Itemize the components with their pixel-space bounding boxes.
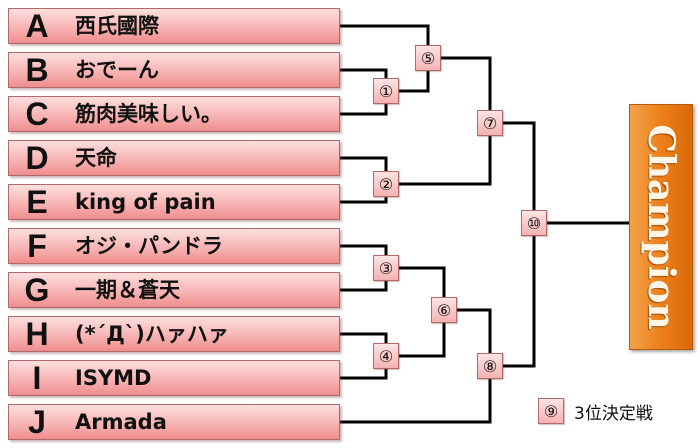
bracket-line-m7 [501, 121, 536, 212]
bracket-line-e [338, 195, 388, 204]
team-name: ISYMD [75, 366, 152, 390]
bracket-line-m6 [455, 308, 492, 355]
bracket-line-h [338, 332, 388, 345]
team-name: 西氏國際 [75, 14, 159, 38]
team-letter: F [27, 228, 47, 264]
team-letter: H [25, 316, 49, 352]
bracket-line-m1 [397, 69, 430, 93]
bracket-line-m3 [397, 266, 446, 299]
team-letter: C [25, 96, 49, 132]
team-name: 筋肉美味しい。 [75, 102, 222, 126]
match-10-box: ⑩ [521, 210, 547, 236]
bracket-line-b [338, 68, 388, 80]
bracket-line-m5 [439, 56, 492, 112]
bracket-line-j [338, 377, 492, 424]
team-name: 一期＆蒼天 [75, 278, 180, 302]
team-entry-g: G 一期＆蒼天 [8, 272, 340, 308]
third-place-label: 3位決定戦 [574, 403, 653, 424]
match-8-box: ⑧ [477, 353, 503, 379]
bracket-line-m8 [501, 234, 536, 368]
bracket-line-a [338, 24, 430, 47]
team-name: おでーん [75, 58, 159, 82]
team-letter: D [25, 140, 49, 176]
team-entry-j: J Armada [8, 404, 340, 440]
champion-label: Champion [640, 124, 682, 330]
bracket-line-d [338, 156, 388, 173]
team-letter: I [32, 360, 42, 396]
team-letter: A [25, 8, 49, 44]
team-entry-i: I ISYMD [8, 360, 340, 396]
champion-banner: Champion [629, 104, 693, 350]
team-entry-f: F オジ・パンドラ [8, 228, 340, 264]
match-6-box: ⑥ [431, 297, 457, 323]
team-letter: B [25, 52, 49, 88]
team-entry-a: A 西氏國際 [8, 8, 340, 44]
bracket-line-i [338, 367, 388, 380]
match-3-box: ③ [373, 255, 399, 281]
match-4-box: ④ [373, 343, 399, 369]
team-entry-e: E king of pain [8, 184, 340, 220]
match-7-box: ⑦ [477, 110, 503, 136]
team-entry-c: C 筋肉美味しい。 [8, 96, 340, 132]
team-letter: G [24, 272, 50, 308]
match-9-box: ⑨ [538, 398, 564, 424]
bracket-line-c [338, 102, 388, 116]
match-2-box: ② [373, 171, 399, 197]
team-name: 天命 [75, 146, 117, 170]
match-1-box: ① [373, 78, 399, 104]
bracket-line-m2 [397, 134, 492, 186]
team-name: (*´Д`)ハァハァ [75, 322, 229, 346]
team-name: Armada [75, 410, 167, 434]
team-entry-b: B おでーん [8, 52, 340, 88]
team-name: オジ・パンドラ [75, 234, 224, 258]
third-place-note: ⑨ 3位決定戦 [538, 398, 653, 424]
team-entry-h: H (*´Д`)ハァハァ [8, 316, 340, 352]
bracket-line-f [338, 244, 388, 257]
team-letter: E [26, 184, 48, 220]
bracket-line-g [338, 279, 388, 292]
bracket-line-m4 [397, 321, 446, 358]
match-5-box: ⑤ [415, 45, 441, 71]
team-name: king of pain [75, 190, 216, 214]
team-entry-d: D 天命 [8, 140, 340, 176]
team-letter: J [28, 404, 46, 440]
